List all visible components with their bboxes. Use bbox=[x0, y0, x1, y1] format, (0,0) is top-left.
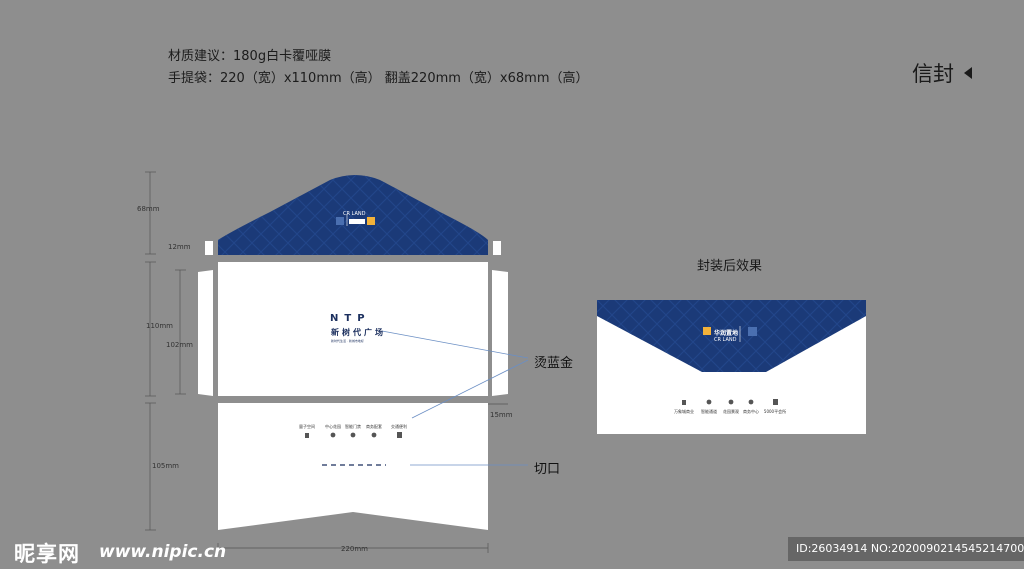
size-spec: 手提袋：220（宽）x110mm（高） 翻盖220mm（宽）x68mm（高） bbox=[168, 71, 589, 86]
caret-left-icon[interactable] bbox=[964, 67, 972, 79]
right-side-wing bbox=[492, 270, 508, 396]
sealed-feature-label: 商务中心 bbox=[743, 409, 759, 414]
leader-lines bbox=[381, 330, 529, 466]
sealed-effect-label: 封装后效果 bbox=[697, 259, 763, 274]
sealed-feature-label: 智能通道 bbox=[701, 409, 717, 414]
envelope-flap bbox=[205, 175, 501, 255]
sealed-brand-en: CR LAND bbox=[714, 337, 737, 343]
sealed-feature-label: 万象城商业 bbox=[674, 409, 694, 414]
left-side-wing bbox=[198, 270, 213, 396]
image-id-bar: ID:26034914 NO:20200902145452147000 bbox=[788, 537, 1024, 561]
watermark-url[interactable]: www.nipic.cn bbox=[99, 542, 227, 562]
envelope-back-panel bbox=[218, 403, 488, 530]
dim-tab-height: 12mm bbox=[168, 243, 191, 251]
dimension-lines bbox=[145, 171, 508, 553]
sealed-envelope bbox=[597, 300, 866, 434]
dim-body-height: 110mm bbox=[146, 322, 173, 330]
sealed-feature-label: 花园景观 bbox=[723, 409, 739, 414]
ntp-logo-name: 新树代广场 bbox=[331, 328, 386, 337]
dim-bottom-height: 105mm bbox=[152, 462, 179, 470]
feature-label: 商务配套 bbox=[366, 424, 382, 429]
ntp-logo-subtitle: 新时代生活 · 新城市地标 bbox=[331, 339, 364, 343]
feature-label: 量子空间 bbox=[299, 424, 315, 429]
sealed-feature-label: 5000平会所 bbox=[763, 409, 787, 414]
feature-label: 中心花园 bbox=[325, 424, 341, 429]
dim-width: 220mm bbox=[341, 545, 368, 553]
material-spec: 材质建议：180g白卡覆哑膜 bbox=[168, 49, 332, 64]
foil-note: 烫蓝金 bbox=[534, 356, 574, 371]
flap-logo bbox=[336, 214, 375, 226]
ntp-logo-code: NTP bbox=[330, 313, 371, 324]
sealed-brand-cn: 华润置地 bbox=[714, 330, 739, 337]
dim-inner-height: 102mm bbox=[166, 341, 193, 349]
feature-icon-row bbox=[305, 432, 402, 438]
feature-label: 交通便利 bbox=[391, 424, 407, 429]
envelope-front-panel bbox=[218, 262, 488, 396]
cut-note: 切口 bbox=[534, 462, 561, 477]
feature-label: 智能门禁 bbox=[345, 424, 361, 429]
page-title: 信封 bbox=[912, 62, 954, 86]
flap-brand-en: CR LAND bbox=[343, 211, 366, 217]
watermark-logo: 昵享网 bbox=[14, 542, 80, 566]
dim-flap-height: 68mm bbox=[137, 205, 160, 213]
page-title-group: 信封 bbox=[912, 58, 972, 88]
dim-side-width: 15mm bbox=[490, 411, 513, 419]
